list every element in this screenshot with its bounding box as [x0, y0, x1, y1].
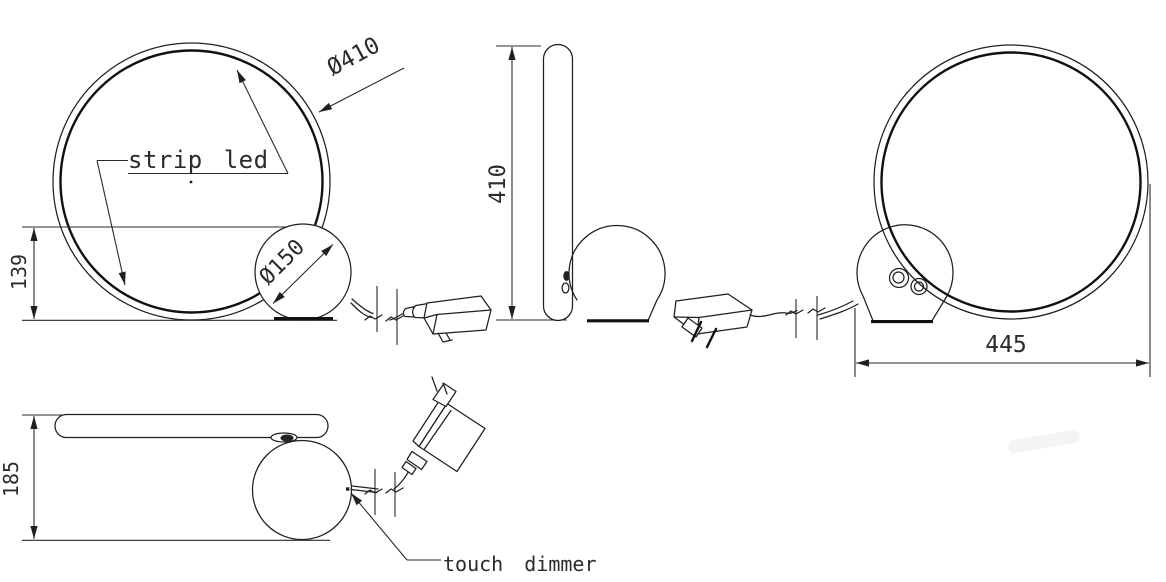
cord-gland-inner	[892, 271, 905, 284]
strip-led-leader-lower	[96, 160, 126, 286]
ring-outer-circle-back	[873, 44, 1149, 320]
touch-dimmer-point	[346, 487, 350, 491]
power-cord-top-2	[351, 485, 379, 490]
cord-entry-inner	[913, 281, 925, 292]
dimension-445-label: 445	[985, 332, 1027, 358]
cable-break-1	[364, 286, 404, 345]
adapter2-pin-1	[690, 320, 703, 343]
adapter3-body-edge	[423, 409, 452, 451]
dimension-139-label: 139	[7, 254, 31, 290]
strip-led-label: strip led	[128, 146, 269, 174]
ring-center-mark	[189, 180, 193, 184]
back-view: 445	[817, 44, 1151, 377]
power-cord-back	[817, 300, 854, 316]
power-cord-back-2	[819, 303, 859, 320]
power-adapter-1	[389, 295, 492, 343]
dimension-410: 410	[486, 46, 516, 320]
dimension-445: 445	[855, 332, 1150, 367]
dimension-410-diameter-label: Ø410	[323, 32, 384, 81]
power-adapter-3	[393, 376, 486, 490]
adapter2-pin-2	[705, 327, 718, 349]
dimension-ring-diameter: Ø410	[318, 32, 405, 113]
cable-break-3	[364, 469, 404, 517]
power-adapter-2	[673, 293, 798, 349]
ring-top-profile	[54, 413, 329, 439]
adapter3-plug-collar	[406, 450, 428, 471]
touch-dimmer-leader	[350, 492, 408, 561]
touch-dimmer-callout: touch dimmer	[350, 492, 597, 576]
cord-connector-top-core	[280, 434, 294, 442]
adapter3-plug-tip	[401, 460, 417, 476]
adapter3-body	[418, 402, 486, 473]
strip-led-callout: strip led	[96, 69, 289, 286]
sphere-base-side	[568, 224, 666, 322]
power-cord-front-2	[351, 298, 374, 315]
side-view: 410	[486, 43, 666, 323]
adapter1-body-edges	[423, 309, 492, 335]
ring-led-strip-circle	[59, 49, 324, 314]
adapter3-plug-top	[432, 382, 457, 408]
cable-break-2	[785, 296, 826, 340]
adapter1-pin	[437, 332, 453, 343]
top-view: 185	[0, 413, 379, 541]
cord-connector-side-2	[561, 282, 570, 294]
cord-gland-outer	[888, 267, 910, 289]
ring-led-strip-circle-back	[880, 51, 1142, 313]
dimension-185: 185	[0, 415, 38, 540]
touch-dimmer-label: touch dimmer	[443, 552, 597, 576]
front-view: 139 Ø150 Ø410 strip led	[7, 32, 405, 321]
ring-side-profile	[542, 43, 574, 322]
strip-led-leader-upper	[236, 69, 289, 174]
dimension-139: 139	[7, 227, 38, 320]
sphere-base-top	[251, 439, 353, 541]
adapter1-plug-tip	[402, 305, 416, 318]
cord-connector-side	[563, 271, 570, 281]
adapter2-cable	[749, 309, 798, 318]
dimension-410-label: 410	[486, 164, 511, 204]
dimension-185-label: 185	[0, 461, 23, 497]
power-cord-front	[350, 302, 372, 319]
watermark-smudge	[1008, 429, 1080, 454]
cord-entry-outer	[910, 277, 928, 296]
adapter3-pins	[431, 376, 448, 395]
